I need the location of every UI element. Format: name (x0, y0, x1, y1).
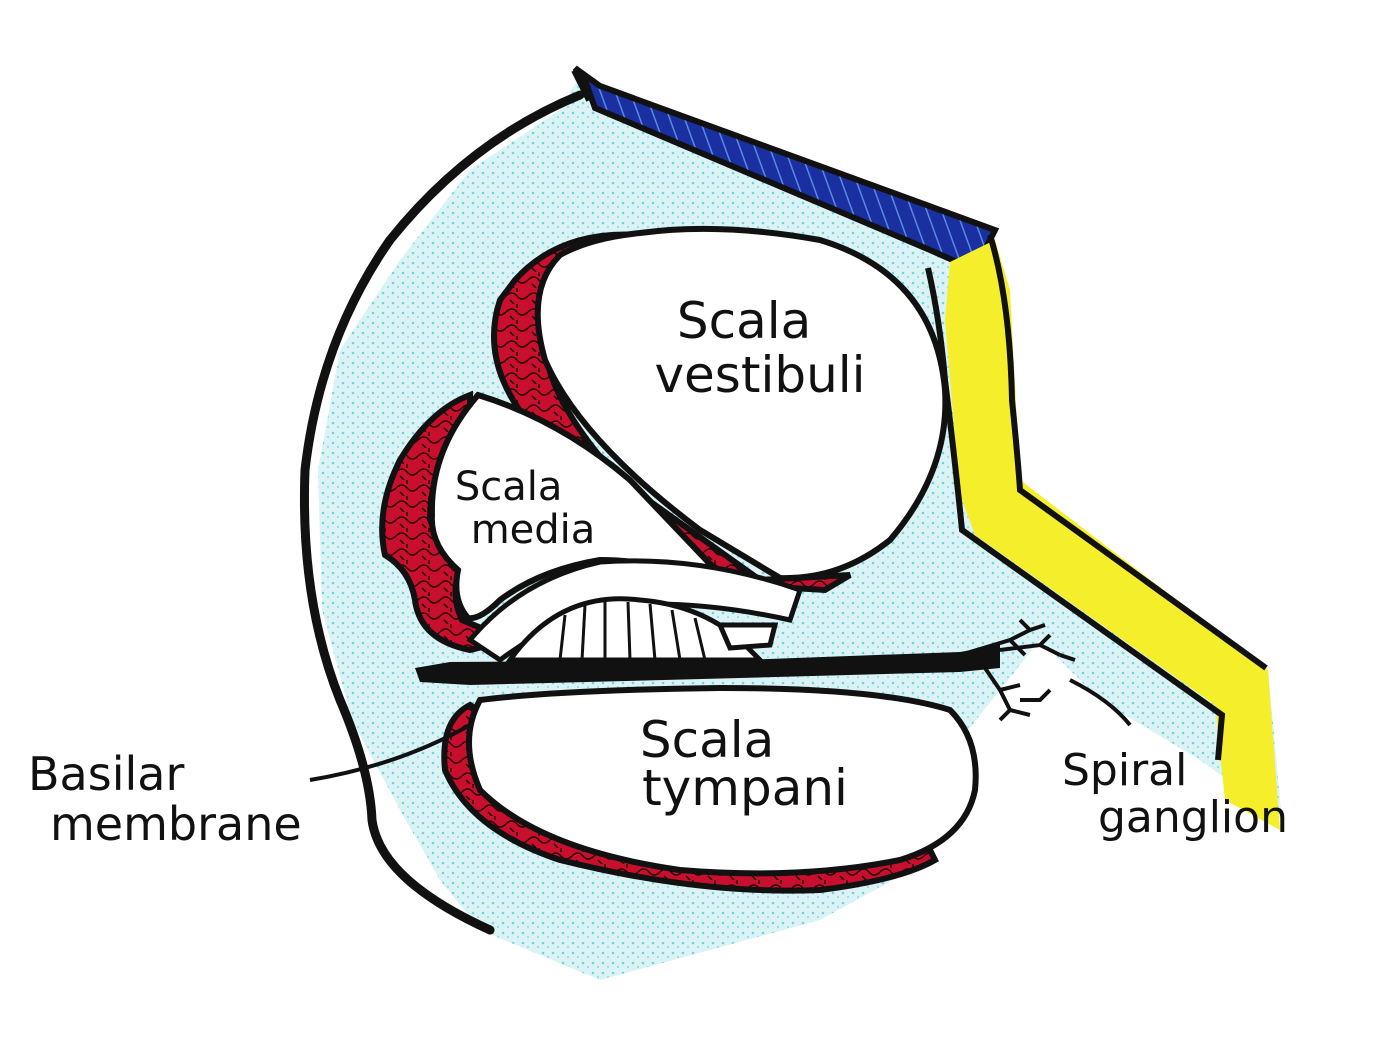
blue-band (572, 65, 1000, 274)
yellow-band (945, 240, 1280, 830)
basilar-membrane-pointer (309, 723, 471, 782)
scala-tympani-chamber (466, 684, 979, 877)
yellow-band-outer-edge (987, 234, 1268, 671)
label-basilar-membrane: Basilar membrane (28, 747, 302, 851)
basilar-membrane-shape (415, 645, 1000, 685)
outer-contour (299, 90, 585, 935)
scala-vestibuli-chamber (534, 225, 949, 582)
hair-cells (558, 601, 707, 661)
label-spiral-ganglion: Spiral ganglion (1062, 745, 1288, 843)
label-scala-media: Scala media (455, 464, 595, 553)
label-scala-tympani: Scala tympani (640, 711, 848, 817)
tunnel-shelf (716, 622, 779, 651)
spiral-ganglion-branches (959, 618, 1076, 722)
label-scala-vestibuli: Scala vestibuli (654, 292, 865, 404)
spiral-ganglion-pointer (1069, 678, 1132, 727)
